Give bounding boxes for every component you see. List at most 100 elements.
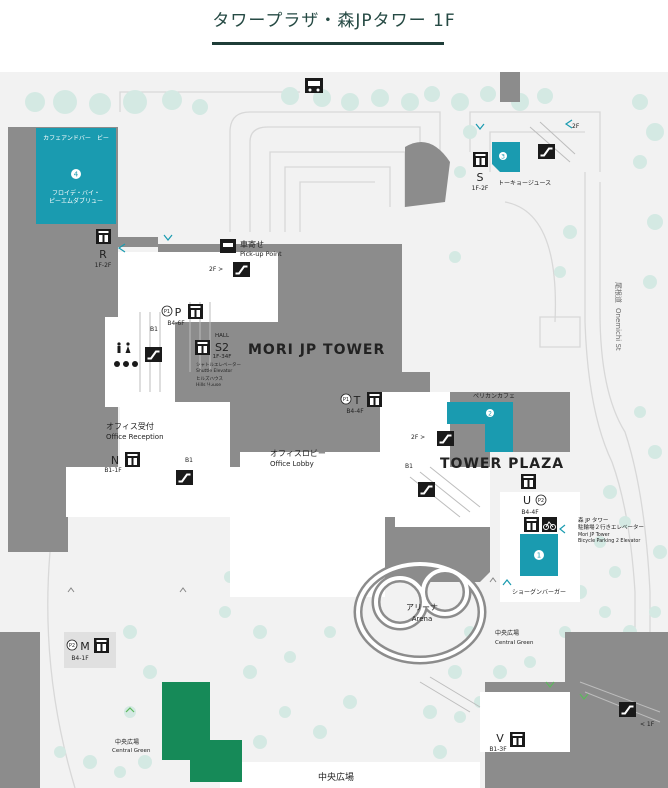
bike-elevator-ja2: 駐輪場２行きエレベーター <box>578 523 644 531</box>
elevator-p-floors: B4-6F <box>167 320 185 327</box>
elevator-m-letter: M <box>80 640 90 653</box>
shop-4-number: 4 <box>74 171 79 179</box>
escalator-plaza-2f-label: 2F > <box>411 434 425 441</box>
elevator-s2-note4: Hills House <box>196 382 221 388</box>
page-header: タワープラザ・森JPタワー 1F <box>0 0 668 52</box>
elevator-n[interactable]: N B1-1F <box>104 452 140 474</box>
parking-p1-badge <box>161 305 173 317</box>
elevator-n-floors: B1-1F <box>104 467 122 474</box>
escalator-lobby-label: B1 <box>185 457 193 464</box>
parking-p1-label-2: P1 <box>343 397 349 403</box>
onemichi-street-label: 尾根道 Onemichi St <box>614 282 623 351</box>
office-reception-ja: オフィス受付 <box>106 421 154 431</box>
bike-elevator[interactable]: 森 JP タワー 駐輪場２行きエレベーター Mori JP Tower Bicy… <box>524 516 644 544</box>
pickup-point[interactable]: 車寄せ Pick-up Point <box>220 239 282 258</box>
elevator-r[interactable]: R 1F-2F <box>95 229 112 269</box>
bike-elevator-en1: Mori JP Tower <box>578 532 610 538</box>
green-space <box>162 682 242 782</box>
walkways <box>66 252 580 788</box>
office-lobby-en: Office Lobby <box>270 460 314 468</box>
elevator-s2-note1: シャトルエレベーター <box>196 361 241 368</box>
shop-4-name-bot: ピーエムダブリュー <box>49 197 103 205</box>
escalator-top-right-label: 2F <box>572 123 580 130</box>
escalator-stairs-label: B1 <box>150 326 158 333</box>
shop-2-area[interactable]: 2 ペリカンカフェ <box>447 393 515 452</box>
central-green-left-en: Central Green <box>112 748 151 754</box>
shop-1-area[interactable]: 1 ショーグンバーガー <box>512 534 566 596</box>
bike-elevator-ja1: 森 JP タワー <box>578 516 608 524</box>
elevator-v-letter: V <box>496 732 504 745</box>
elevator-t-letter: T <box>353 394 361 407</box>
escalator-right-label: < 1F <box>640 721 655 728</box>
road-lines <box>19 91 651 788</box>
parking-p2-label-2: P2 <box>69 643 75 649</box>
car-icon <box>220 239 236 253</box>
central-green-en: Central Green <box>495 640 534 646</box>
shop-4-area[interactable]: カフェアンドバー ビー 4 フロイデ・バイ・ ピーエムダブリュー <box>36 128 116 224</box>
shop-3-number: 3 <box>501 154 505 161</box>
elevator-u-letter: U <box>523 494 531 507</box>
shop-4-marker <box>71 169 81 179</box>
elevator-v-floors: B1-3F <box>489 746 507 753</box>
elevator-m-floors: B4-1F <box>71 655 89 662</box>
shop-1-name: ショーグンバーガー <box>512 588 566 596</box>
onemichi-en: Onemichi St <box>614 308 622 351</box>
shop-2-marker <box>486 409 494 417</box>
bike-elevator-en2: Bicycle Parking 2 Elevator <box>578 538 640 544</box>
shop-3-marker <box>499 152 507 160</box>
pickup-label-ja: 車寄せ <box>240 239 264 249</box>
escalator-top-right[interactable]: 2F <box>537 123 580 160</box>
bicycle-icon <box>542 517 557 532</box>
shop-2-name: ペリカンカフェ <box>473 393 515 400</box>
arena-en: Arena <box>412 615 433 623</box>
elevator-s[interactable]: S 1F-2F <box>472 152 489 192</box>
elevator-m[interactable]: P2 M B4-1F <box>64 632 116 668</box>
shop-3-name: トーキョージュース <box>498 180 551 187</box>
arena-ja: アリーナ <box>406 603 438 612</box>
elevator-s2[interactable]: HALL S2 1F-34F シャトルエレベーター Shuttle Elevat… <box>195 333 241 388</box>
onemichi-ja: 尾根道 <box>614 282 623 303</box>
elevator-p-letter: P <box>175 306 182 319</box>
escalator-stairs[interactable]: B1 <box>144 326 163 363</box>
elevator-p[interactable]: P1 P B4-6F <box>161 304 203 327</box>
elevator-n-letter: N <box>111 454 119 467</box>
elevator-v[interactable]: V B1-3F <box>489 732 525 753</box>
elevator-t[interactable]: P1 T B4-4F <box>340 392 382 415</box>
elevator-r-floors: 1F-2F <box>95 262 112 269</box>
restroom-icons <box>114 342 138 367</box>
floor-map: カフェアンドバー ビー 4 フロイデ・バイ・ ピーエムダブリュー 3 トーキョー… <box>0 72 668 788</box>
parking-p2-label: P2 <box>538 498 544 504</box>
entrance-markers <box>117 119 573 586</box>
elevator-u[interactable]: U P2 B4-4F <box>521 474 547 516</box>
shop-2-number: 2 <box>488 411 492 418</box>
parking-p2-badge <box>535 494 547 506</box>
escalator-plaza-2f[interactable]: 2F > <box>411 430 455 447</box>
elevator-s-floors: 1F-2F <box>472 185 489 192</box>
escalator-plaza-b1-label: B1 <box>405 463 413 470</box>
shop-3-area[interactable]: 3 トーキョージュース <box>492 142 551 187</box>
elevator-s2-note3: ヒルズハウス <box>196 375 223 382</box>
parking-p1-badge-2 <box>340 393 352 405</box>
central-green-left-ja: 中央広場 <box>115 738 139 746</box>
escalator-lobby[interactable]: B1 <box>175 457 194 486</box>
entrance-markers-green <box>125 681 589 713</box>
shop-4-name-mid: フロイデ・バイ・ <box>52 189 100 197</box>
central-green-ja: 中央広場 <box>495 629 519 637</box>
elevator-s-letter: S <box>477 171 484 184</box>
bus-icon <box>305 78 323 93</box>
elevator-s2-letter: S2 <box>215 341 229 354</box>
elevator-u-floors: B4-4F <box>521 509 539 516</box>
shop-1-marker <box>534 550 544 560</box>
elevator-s2-tag: HALL <box>215 333 230 339</box>
elevator-s2-note2: Shuttle Elevator <box>196 368 232 374</box>
escalator-pickup-label: 2F > <box>209 266 223 273</box>
arena-inner <box>356 562 484 662</box>
escalator-pickup[interactable]: 2F > <box>209 261 251 278</box>
elevator-t-floors: B4-4F <box>346 408 364 415</box>
pickup-label-en: Pick-up Point <box>240 250 282 258</box>
escalator-right[interactable]: < 1F <box>618 701 655 728</box>
elevator-s2-floors: 1F-34F <box>213 354 232 360</box>
escalator-plaza-b1[interactable]: B1 <box>405 463 436 498</box>
page-title: タワープラザ・森JPタワー 1F <box>212 11 456 31</box>
office-lobby-ja: オフィスロビー <box>270 449 326 458</box>
